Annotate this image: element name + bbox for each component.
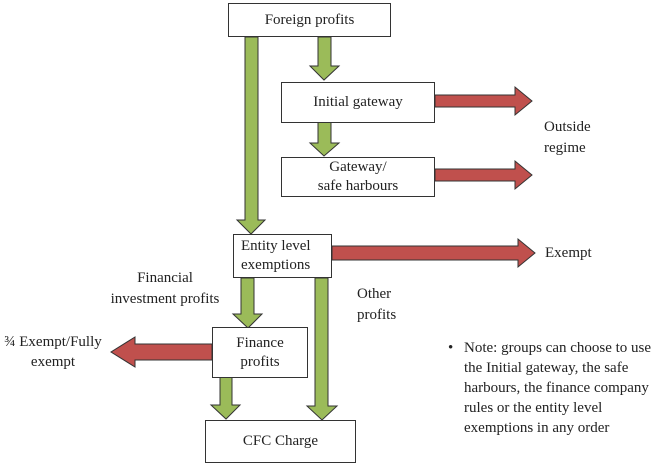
label-three-quarter-line1: ¾ Exempt/Fully xyxy=(4,334,102,350)
note-text: Note: groups can choose to use the Initi… xyxy=(464,340,652,436)
arrow-entity-to-cfc xyxy=(305,277,339,421)
arrow-gateway-outside xyxy=(434,159,533,191)
box-entity-line1: Entity level xyxy=(241,238,311,254)
box-cfc-charge: CFC Charge xyxy=(205,420,356,463)
note-bullet: • xyxy=(448,340,454,356)
arrow-initial-to-gateway xyxy=(308,121,341,157)
label-financial-investment-profits: Financial investment profits xyxy=(100,268,230,310)
box-gateway-line1: Gateway/ xyxy=(329,159,387,175)
arrow-initial-gateway-outside xyxy=(434,85,533,117)
box-finance-profits: Finance profits xyxy=(212,327,308,378)
label-exempt: Exempt xyxy=(545,243,592,264)
label-outside-regime: Outside regime xyxy=(544,117,591,159)
box-finance-line2: profits xyxy=(240,353,280,370)
box-foreign-profits: Foreign profits xyxy=(228,3,391,37)
label-financial-line1: Financial xyxy=(137,270,193,286)
arrow-foreign-to-initial-gateway xyxy=(308,36,341,81)
label-three-quarter-exempt: ¾ Exempt/Fully exempt xyxy=(0,332,106,372)
label-other-line1: Other xyxy=(357,286,392,302)
box-entity-level-exemptions: Entity level exemptions xyxy=(233,234,332,278)
label-outside-line2: regime xyxy=(544,140,586,156)
box-finance-line1: Finance xyxy=(236,334,284,351)
label-financial-line2: investment profits xyxy=(110,291,220,307)
box-cfc-charge-label: CFC Charge xyxy=(242,433,319,449)
arrow-finance-to-cfc xyxy=(209,376,242,420)
box-foreign-profits-label: Foreign profits xyxy=(264,11,355,28)
label-other-profits: Other profits xyxy=(357,284,396,326)
box-initial-gateway-label: Initial gateway xyxy=(313,94,403,110)
box-initial-gateway: Initial gateway xyxy=(281,82,435,123)
box-gateway-line2: safe harbours xyxy=(317,178,399,194)
label-exempt-text: Exempt xyxy=(545,245,592,261)
box-gateway-safe-harbours: Gateway/ safe harbours xyxy=(281,157,435,197)
label-outside-line1: Outside xyxy=(544,119,591,135)
box-entity-line2: exemptions xyxy=(241,257,311,273)
arrow-entity-exempt xyxy=(331,237,536,269)
label-other-line2: profits xyxy=(357,307,397,323)
arrow-entity-to-finance xyxy=(231,277,264,329)
arrow-foreign-to-entity xyxy=(235,36,267,235)
label-three-quarter-line2: exempt xyxy=(30,354,76,370)
arrow-finance-exempt xyxy=(110,336,213,368)
